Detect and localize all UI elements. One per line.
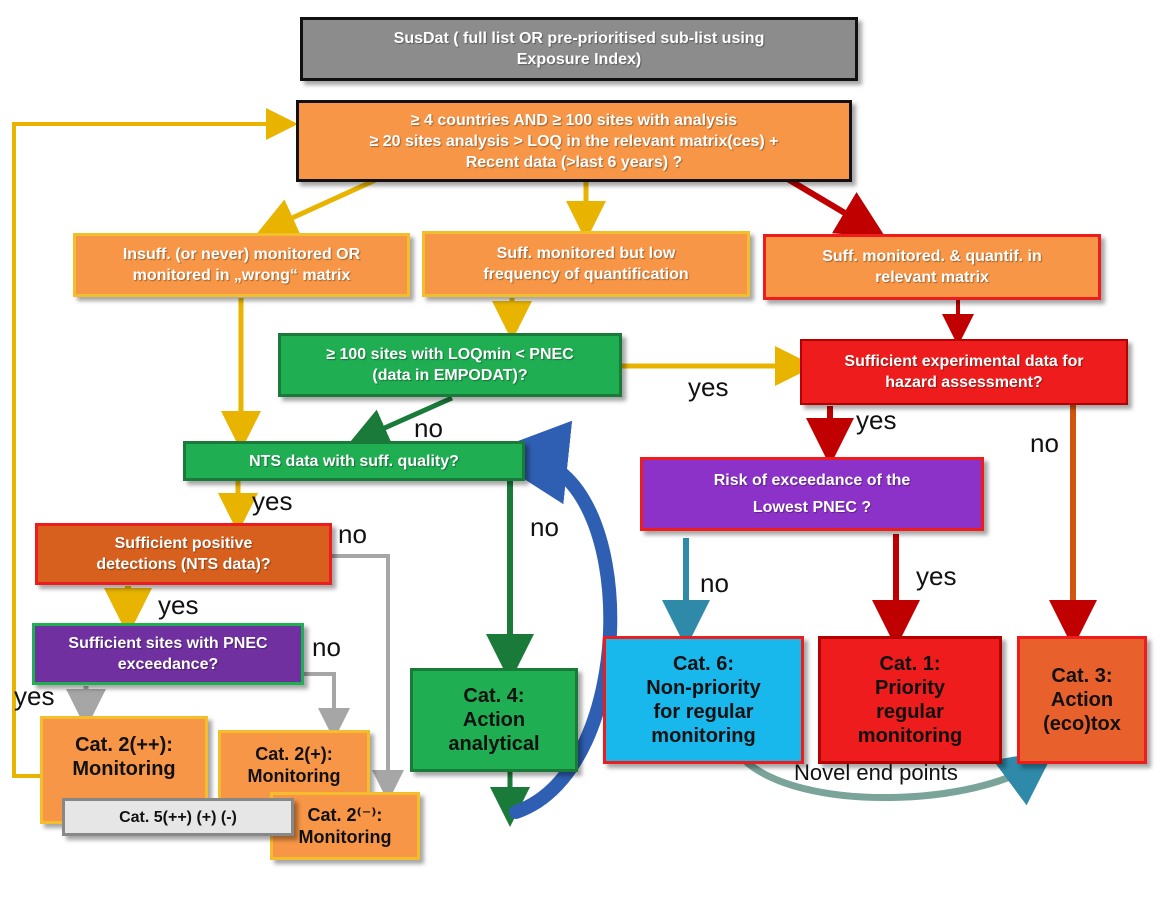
node-cat5: Cat. 5(++) (+) (-) (62, 798, 294, 836)
node-susdat: SusDat ( full list OR pre-prioritised su… (300, 17, 858, 81)
arrow-criteria-insuff (256, 175, 382, 236)
node-nts-quality: NTS data with suff. quality? (183, 441, 525, 481)
label-nts-no: no (530, 512, 559, 542)
node-cat3: Cat. 3:Action(eco)tox (1017, 636, 1147, 764)
label-risk-no: no (700, 568, 729, 598)
arrow-criteria-suff-quant (784, 175, 886, 238)
arrow-sites-cat2p (304, 672, 350, 740)
arrow-loq-nts (348, 395, 454, 447)
label-nts-yes: yes (252, 486, 293, 516)
feedback-loop-arrow (12, 108, 298, 778)
analytical-loop-arrow (484, 420, 618, 819)
label-sites-yes: yes (14, 681, 55, 711)
label-experimental-no: no (1030, 428, 1059, 458)
label-novel-end-points: Novel end points (794, 760, 958, 785)
node-cat2m: Cat. 2⁽⁻⁾:Monitoring (270, 792, 420, 860)
arrow-positive-cat2m (332, 554, 404, 802)
label-risk-yes: yes (916, 561, 957, 591)
label-loq-yes: yes (688, 372, 729, 402)
novel-endpoints-arrow (739, 749, 1055, 806)
node-loq-pnec: ≥ 100 sites with LOQmin < PNEC(data in E… (278, 333, 622, 397)
label-sites-no: no (312, 632, 341, 662)
label-loq-no: no (414, 413, 443, 443)
label-positive-no: no (338, 519, 367, 549)
label-positive-yes: yes (158, 590, 199, 620)
node-criteria: ≥ 4 countries AND ≥ 100 sites with analy… (296, 100, 852, 182)
label-experimental-yes: yes (856, 405, 897, 435)
